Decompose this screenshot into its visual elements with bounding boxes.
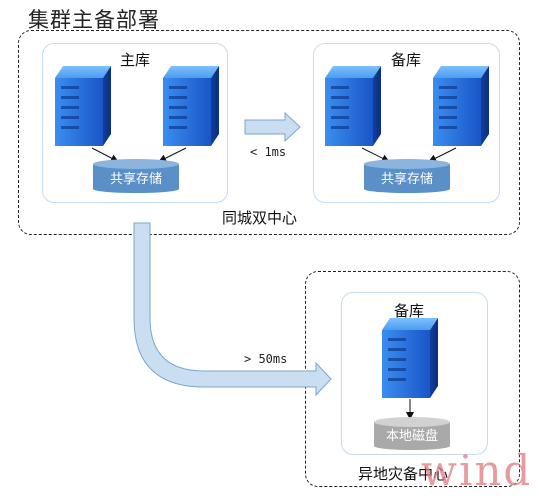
shared-storage-cylinder-standby (364, 159, 450, 193)
remote-zone-label: 异地灾备中心 (358, 465, 449, 483)
replication-arrow-same-city (244, 111, 301, 143)
server-icon (55, 66, 111, 146)
primary-storage-label: 共享存储 (110, 171, 162, 187)
watermark: wind (421, 446, 533, 495)
latency-remote: > 50ms (244, 352, 288, 366)
server-icon (325, 66, 381, 146)
remote-storage-label: 本地磁盘 (386, 428, 438, 444)
replication-arrow-remote (133, 222, 332, 397)
remote-standby-label: 备库 (394, 302, 425, 320)
standby-storage-label: 共享存储 (381, 171, 433, 187)
server-icon (382, 318, 438, 398)
connector-arrow (91, 147, 119, 162)
connector-arrow (361, 147, 390, 162)
connector-arrow (158, 147, 187, 162)
local-disk-cylinder (374, 417, 450, 450)
same-city-zone-label: 同城双中心 (222, 209, 298, 227)
primary-label: 主库 (120, 51, 151, 69)
shared-storage-cylinder-primary (93, 159, 179, 193)
server-icon (163, 66, 219, 146)
latency-same-city: < 1ms (250, 145, 287, 159)
page-title: 集群主备部署 (28, 8, 160, 32)
server-icon (433, 66, 489, 146)
standby-label: 备库 (391, 51, 422, 69)
same-city-zone (18, 30, 520, 235)
connector-arrow (428, 147, 457, 162)
